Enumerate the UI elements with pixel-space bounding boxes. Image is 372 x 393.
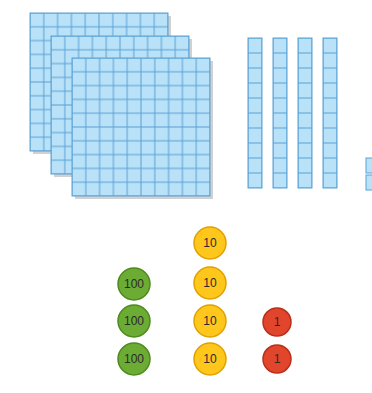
place-value-counter: 100 (117, 342, 151, 376)
counter-value: 1 (274, 316, 281, 328)
counter-value: 100 (124, 278, 144, 290)
counter-disc (194, 267, 226, 299)
counter-disc (118, 305, 150, 337)
counter-disc (118, 268, 150, 300)
counter-disc (194, 305, 226, 337)
ten-rod (298, 38, 312, 188)
counter-disc (263, 308, 291, 336)
counter-disc (263, 345, 291, 373)
place-value-counter: 10 (193, 342, 227, 376)
place-value-counter: 1 (262, 344, 292, 374)
place-value-counter: 100 (117, 304, 151, 338)
ten-rod (248, 38, 262, 188)
counter-value: 100 (124, 353, 144, 365)
place-value-counter: 1 (262, 307, 292, 337)
unit-cube (366, 158, 372, 173)
ten-rod (323, 38, 337, 188)
counter-disc (194, 227, 226, 259)
hundred-flat (72, 58, 213, 199)
counter-value: 10 (203, 277, 216, 289)
counter-value: 10 (203, 353, 216, 365)
counter-value: 10 (203, 315, 216, 327)
counter-disc (194, 343, 226, 375)
unit-cube (366, 175, 372, 190)
counter-disc (118, 343, 150, 375)
counter-value: 10 (203, 237, 216, 249)
counter-value: 100 (124, 315, 144, 327)
place-value-counter: 10 (193, 304, 227, 338)
place-value-counter: 10 (193, 266, 227, 300)
ten-rod (273, 38, 287, 188)
counter-value: 1 (274, 353, 281, 365)
place-value-counter: 100 (117, 267, 151, 301)
place-value-counter: 10 (193, 226, 227, 260)
